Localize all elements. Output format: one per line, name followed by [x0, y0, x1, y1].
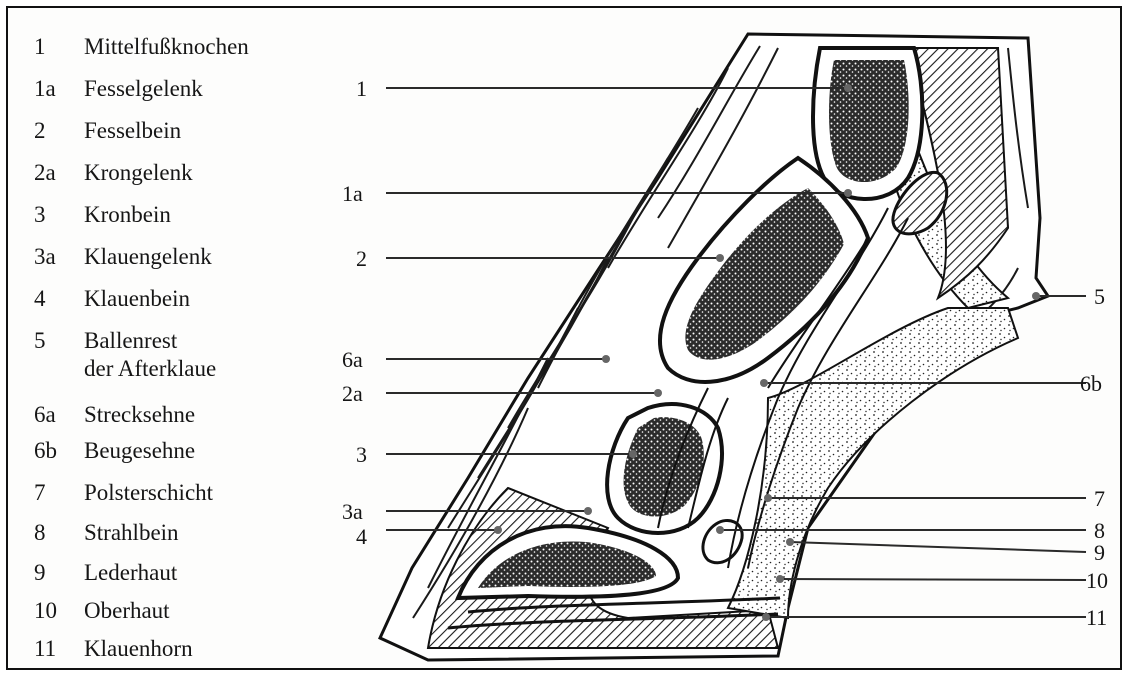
callout-label: 1a — [342, 181, 363, 206]
right-callout-labels: 5 6b 7 8 9 10 11 — [1080, 284, 1108, 630]
callout-label: 4 — [356, 524, 367, 549]
callout-label: 2 — [356, 246, 367, 271]
callout-label: 5 — [1094, 284, 1105, 309]
callout-label: 11 — [1086, 605, 1107, 630]
callout-label: 10 — [1086, 568, 1108, 593]
callout-label: 9 — [1094, 540, 1105, 565]
callout-label: 3 — [356, 442, 367, 467]
callout-label: 7 — [1094, 486, 1105, 511]
hoof-section-drawing: 1 1a 2 6a 2a 3 3a 4 5 6b 7 8 9 10 11 — [8, 8, 1122, 670]
callout-label: 3a — [342, 499, 363, 524]
left-callout-labels: 1 1a 2 6a 2a 3 3a 4 — [342, 76, 367, 549]
callout-label: 6b — [1080, 371, 1102, 396]
callout-label: 2a — [342, 381, 363, 406]
figure-frame: 1Mittelfußknochen 1aFesselgelenk 2Fessel… — [6, 6, 1122, 670]
callout-label: 1 — [356, 76, 367, 101]
callout-label: 6a — [342, 347, 363, 372]
metacarpal-bone — [813, 48, 922, 199]
